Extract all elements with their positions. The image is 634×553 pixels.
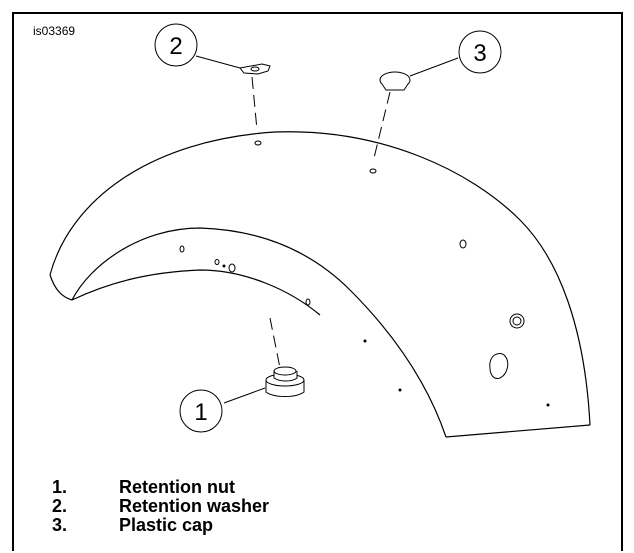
legend-item-label: Retention washer bbox=[119, 496, 270, 516]
retention-washer-part bbox=[239, 63, 271, 75]
legend-item-number: 3. bbox=[52, 515, 68, 535]
legend-item-number: 2. bbox=[52, 496, 68, 516]
fender-body bbox=[49, 131, 591, 438]
callout-1: 1 bbox=[179, 389, 223, 433]
callout-2-number: 2 bbox=[169, 33, 182, 60]
figure-id: is03369 bbox=[33, 24, 76, 38]
callout-1-number: 1 bbox=[194, 399, 207, 426]
fender-dots bbox=[222, 264, 550, 407]
legend-item-number: 1. bbox=[52, 477, 68, 497]
plastic-cap-part bbox=[379, 71, 411, 91]
parts-legend: 1. Retention nut 2. Retention washer 3. … bbox=[48, 478, 269, 535]
leader-lines bbox=[251, 76, 391, 369]
callout-2: 2 bbox=[154, 23, 198, 67]
callout-3: 3 bbox=[458, 30, 502, 74]
legend-item: 3. Plastic cap bbox=[48, 516, 269, 535]
figure-frame bbox=[12, 12, 623, 551]
legend-item-label: Plastic cap bbox=[119, 515, 214, 535]
legend-item-label: Retention nut bbox=[119, 477, 235, 497]
legend-item: 1. Retention nut bbox=[48, 478, 269, 497]
retention-nut-part bbox=[265, 366, 305, 397]
callout-3-number: 3 bbox=[473, 40, 486, 67]
fender-holes bbox=[179, 140, 525, 379]
legend-item: 2. Retention washer bbox=[48, 497, 269, 516]
callout-leaders bbox=[195, 55, 459, 404]
